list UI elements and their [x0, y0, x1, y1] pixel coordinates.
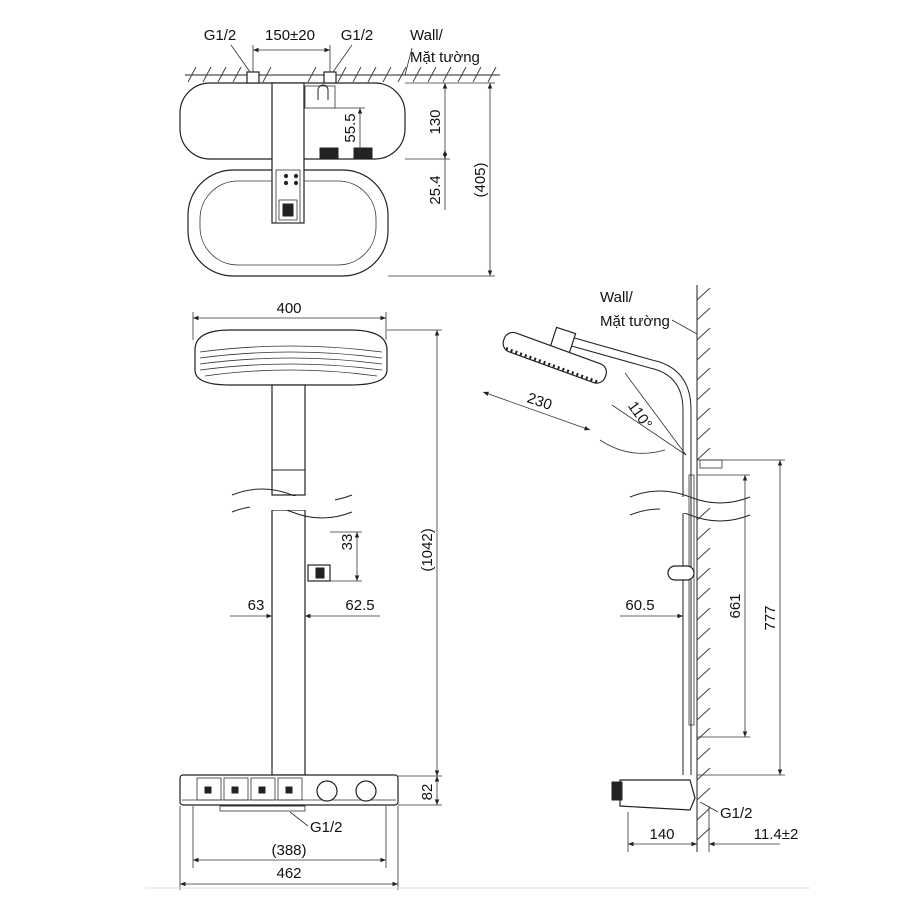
side-dim-140: 140: [649, 826, 674, 843]
front-inlet-label: G1/2: [310, 819, 343, 836]
top-inlet-left-label: G1/2: [204, 27, 237, 44]
top-dim-130: 130: [427, 109, 444, 134]
side-dim-230: 230: [525, 390, 554, 414]
front-break-line-2: [231, 505, 353, 519]
side-holder: [667, 565, 695, 581]
front-riser-lower: [271, 509, 306, 776]
top-inlet-left: [246, 71, 260, 84]
top-wall: [185, 66, 500, 83]
front-shower-head: [194, 329, 388, 386]
knob-left-icon: [316, 780, 338, 802]
front-control-box: [179, 774, 399, 806]
front-dim-63: 63: [248, 597, 265, 614]
top-dim-405: (405): [472, 162, 489, 197]
front-view: 400 33 63 62: [179, 300, 442, 890]
side-dim-661: 661: [727, 593, 744, 618]
top-knob-right: [353, 147, 373, 160]
side-dim-60-5: 60.5: [625, 597, 654, 614]
front-dim-1042: (1042): [419, 528, 436, 571]
button-3-icon: [250, 777, 276, 801]
top-wall-label-en: Wall/: [410, 27, 444, 44]
front-dim-82: 82: [419, 784, 436, 801]
top-wall-label-vi: Mặt tường: [410, 49, 480, 66]
button-1-icon: [196, 777, 222, 801]
side-riser: [567, 336, 692, 775]
knob-right-icon: [355, 780, 377, 802]
side-wall: [696, 285, 711, 852]
front-riser-upper: [271, 384, 306, 496]
side-shower-head: [502, 331, 607, 384]
front-dim-62-5: 62.5: [345, 597, 374, 614]
front-dim-388: (388): [271, 842, 306, 859]
top-riser: [271, 82, 305, 224]
button-2-icon: [223, 777, 249, 801]
top-dim-25-4: 25.4: [427, 175, 444, 204]
top-knob-left: [319, 147, 339, 160]
front-dim-462: 462: [276, 865, 301, 882]
button-4-icon: [277, 777, 303, 801]
side-angle-110: 110°: [624, 398, 655, 432]
top-dim-55-5: 55.5: [342, 113, 359, 142]
side-wall-label-en: Wall/: [600, 289, 634, 306]
top-holder: [304, 84, 336, 109]
side-view: Wall/ Mặt tường 230 110°: [482, 285, 799, 852]
side-inlet-label: G1/2: [720, 805, 753, 822]
front-dim-33: 33: [339, 534, 356, 551]
side-wall-label-vi: Mặt tường: [600, 313, 670, 330]
side-control-box: [611, 779, 696, 811]
top-inlet-right: [323, 71, 337, 84]
side-dim-777: 777: [762, 605, 779, 630]
top-dim-spacing: 150±20: [265, 27, 315, 44]
side-dim-11-4: 11.4±2: [754, 826, 799, 843]
top-inlet-right-label: G1/2: [341, 27, 374, 44]
top-view: 150±20 G1/2 G1/2 Wall/ Mặt tường 130 25.…: [179, 27, 500, 277]
front-dim-400: 400: [276, 300, 301, 317]
